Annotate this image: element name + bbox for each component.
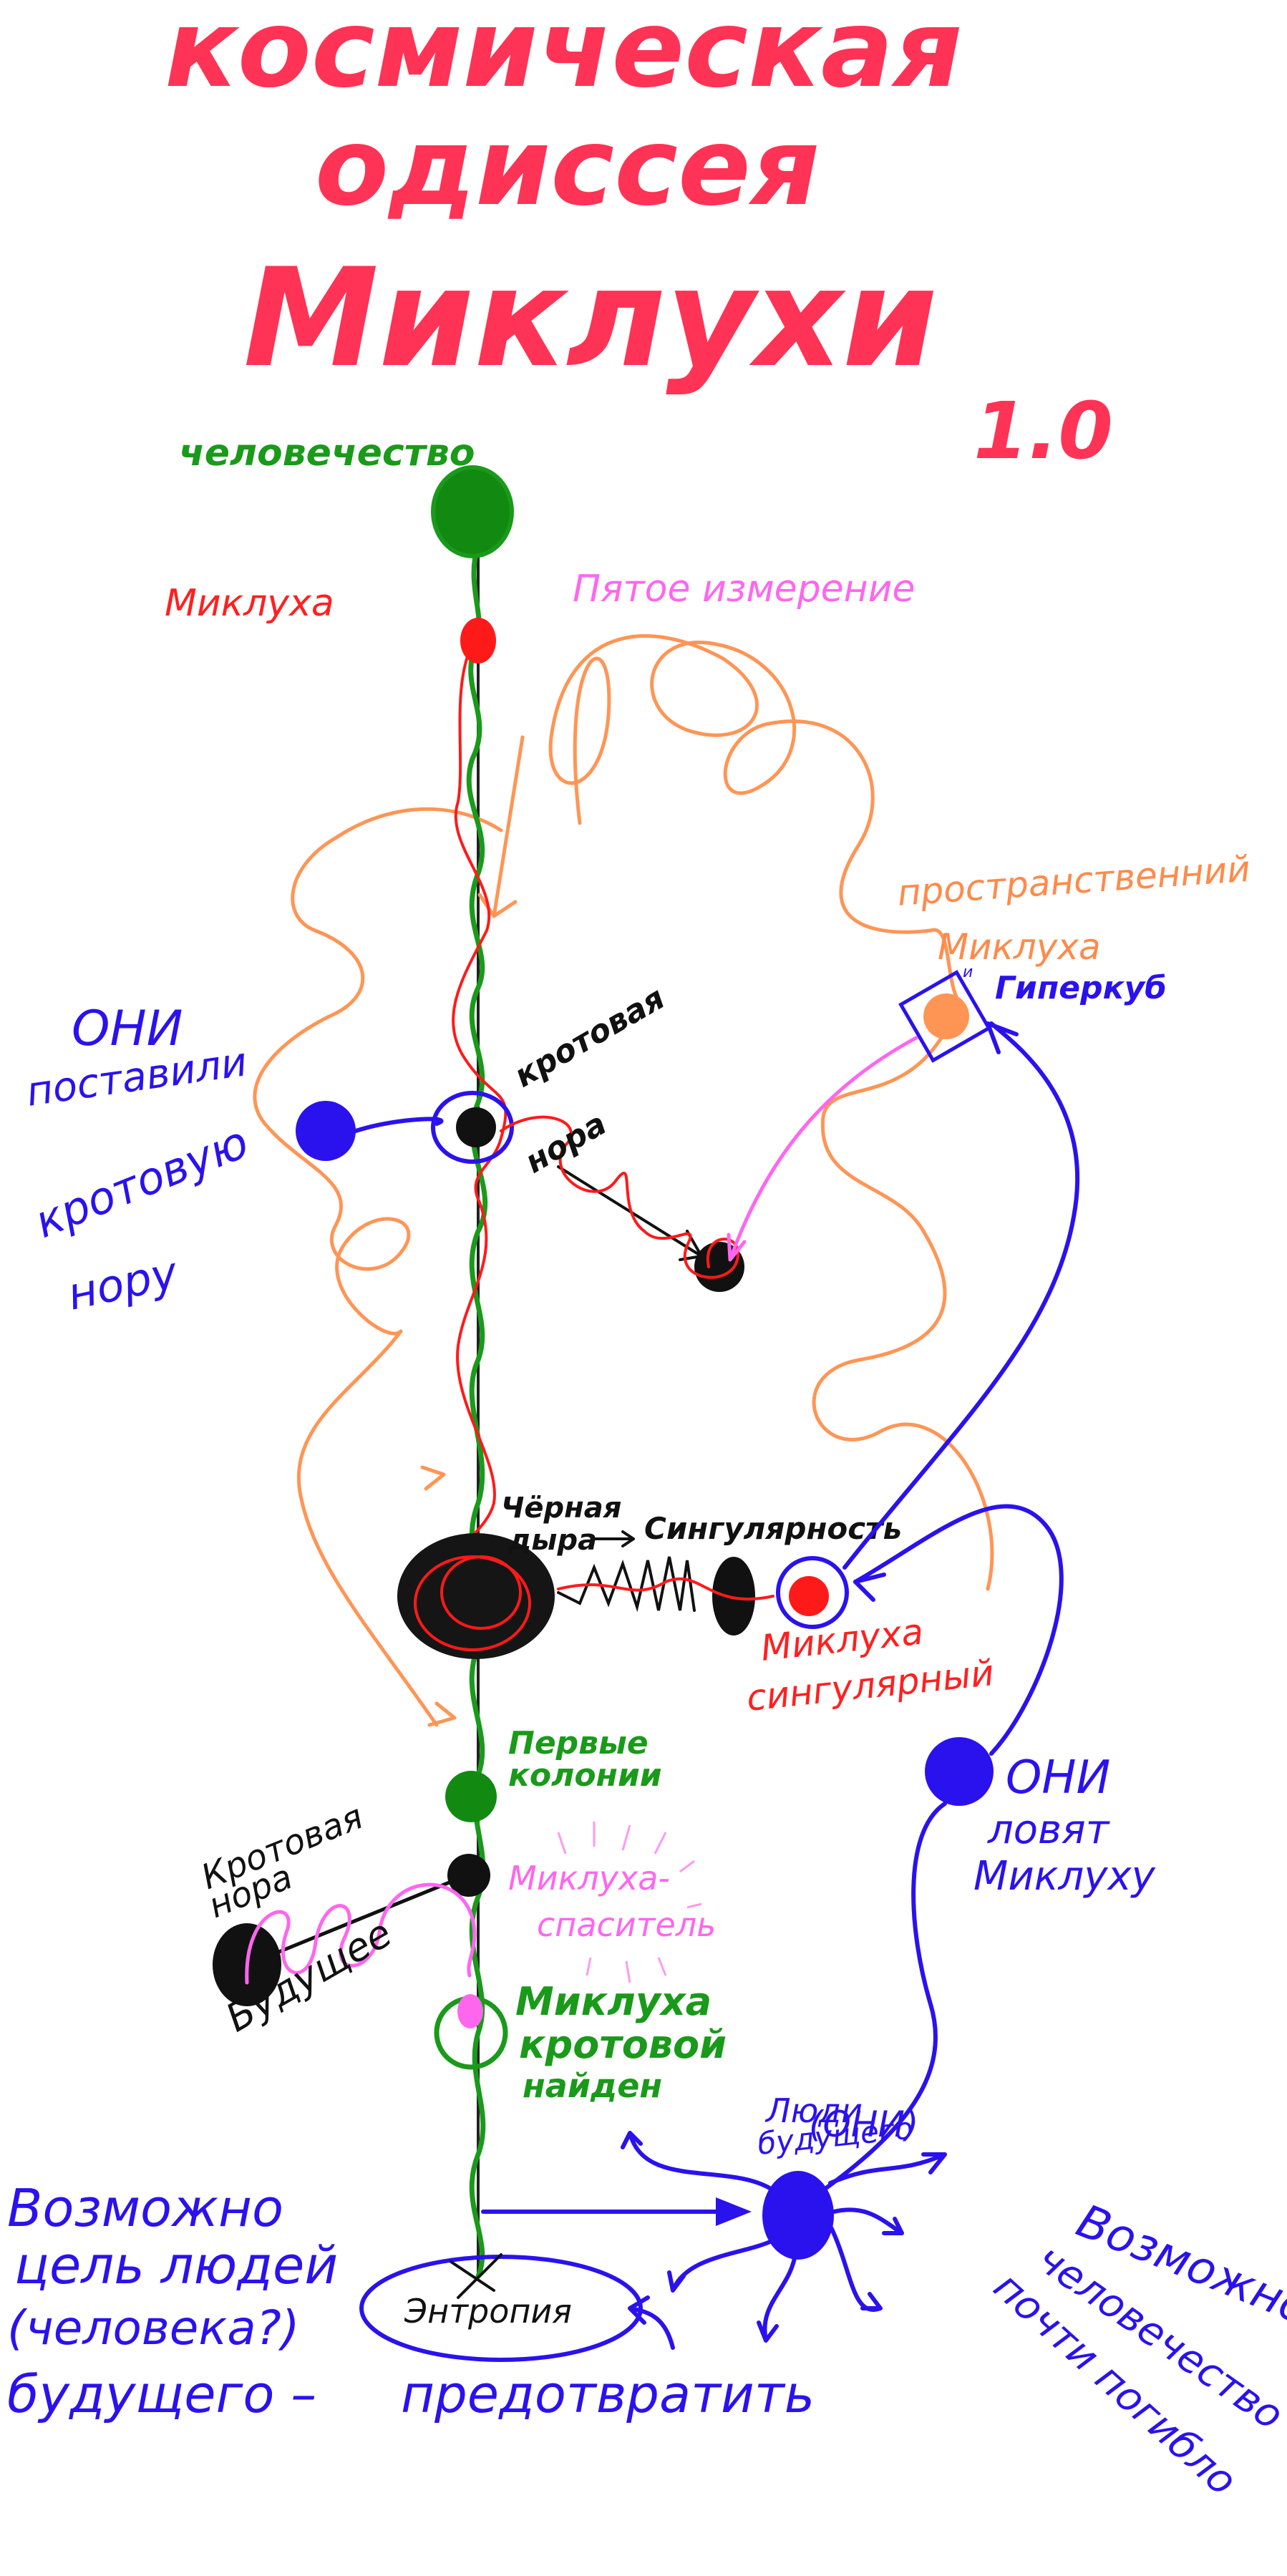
wormhole-entrance	[456, 1107, 496, 1147]
wormhole-2: Кротовая нора Будущее Миклуха- спаситель	[196, 1797, 716, 2070]
they-placed-label-4: нору	[63, 1246, 183, 1321]
they-catch-label-1: ОНИ	[1006, 1751, 1110, 1804]
spatial-miklukha-circle	[923, 993, 969, 1039]
future-people-rays	[621, 2131, 947, 2343]
miklukha-timeline	[452, 643, 507, 1569]
humanity-timeline	[466, 541, 488, 2279]
fifth-dimension-label: Пятое измерение	[573, 568, 915, 611]
savior-label-2: спаситель	[537, 1905, 716, 1944]
savior-circle	[457, 1994, 483, 2028]
humanity-circle	[431, 465, 514, 558]
hypercube-node: пространственний Миклуха и Гиперкуб	[727, 848, 1252, 1262]
singularity-label: Сингулярность	[644, 1511, 902, 1546]
entropy-ring	[359, 2255, 643, 2362]
savior-label-1: Миклуха-	[508, 1859, 670, 1897]
title-line-2: одиссея	[315, 105, 820, 230]
possibly-goal-label-2: цель людей	[14, 2235, 338, 2295]
future-people-circle	[762, 2171, 834, 2260]
they-to-future-people-link	[821, 1802, 947, 2192]
found-label-3: найден	[523, 2066, 662, 2105]
title-version: 1.0	[973, 385, 1113, 477]
fifth-dimension-arrow-3	[427, 1701, 457, 1727]
future-people-node: Люди будущего (ОНИ)	[481, 2091, 947, 2343]
title-line-3: Миклухи	[243, 239, 938, 397]
wormhole-arrow	[557, 1165, 703, 1261]
first-colonies-label-2: колонии	[508, 1757, 662, 1794]
they-placed-label-1: ОНИ	[72, 1001, 183, 1057]
they-node-top	[296, 1101, 356, 1161]
they-paren-label: (ОНИ)	[809, 2104, 918, 2145]
they-catch-node: ОНИ ловят Миклуху	[821, 1504, 1156, 2192]
miklukha-singular-label-1: Миклуха	[759, 1610, 925, 1668]
humanity-node: человечество	[179, 432, 514, 558]
first-colonies-node: Первые колонии	[445, 1725, 662, 1822]
they-catch-arrowhead	[853, 1573, 886, 1602]
singular-miklukha-ring	[776, 1556, 849, 1629]
hypercube-to-singular-link	[842, 1021, 1080, 1570]
future-people-to-entropy-arrow	[628, 2295, 675, 2350]
fifth-dimension-arrow-2	[420, 1465, 446, 1491]
they-catch-label-3: Миклуху	[973, 1853, 1156, 1900]
black-hole-node: Чёрная дыра Сингулярность Миклуха сингул…	[397, 1021, 1080, 1719]
title-block: космическая одиссея Миклухи 1.0	[165, 0, 1113, 477]
entropy-label: Энтропия	[404, 2292, 572, 2330]
miklukha-found-note: Миклуха кротовой найден	[515, 1979, 727, 2105]
singular-miklukha-circle	[789, 1576, 829, 1616]
future-people-label-1: Люди	[764, 2091, 863, 2130]
entropy-node: Энтропия	[359, 2253, 675, 2362]
spatial-and-label: и	[963, 963, 973, 981]
found-label-1: Миклуха	[515, 1979, 712, 2024]
hypercube-shape	[898, 970, 991, 1063]
timeline-to-future-people-arrowhead	[716, 2197, 752, 2226]
humanity-label: человечество	[179, 432, 475, 475]
savior-spiral	[245, 1882, 477, 1985]
miklukha-circle	[460, 618, 496, 664]
wormhole-1: кротовая нора ОНИ поставили кротовую нор…	[24, 980, 744, 1321]
wormhole-2-entrance	[447, 1854, 490, 1897]
possibly-goal-label-4: будущего –	[7, 2364, 316, 2424]
miklukha-singular-path	[557, 1577, 774, 1601]
singularity-mass	[712, 1557, 755, 1635]
they-catch-label-2: ловят	[987, 1807, 1110, 1853]
wormhole-2-link	[264, 1877, 459, 1960]
possibly-goal-label-1: Возможно	[7, 2178, 283, 2238]
they-placed-label-3: кротовую	[27, 1116, 256, 1248]
entropy-cross-mark	[450, 2253, 502, 2299]
fifth-dimension-path-left	[253, 807, 503, 1727]
spatial-label-1: пространственний	[896, 848, 1252, 914]
they-catch-link	[853, 1504, 1064, 1756]
humanity-perished-note: Возможно, человечество почти погибло	[985, 2195, 1287, 2504]
black-hole-circle	[397, 1533, 555, 1659]
they-to-wormhole-link	[354, 1117, 444, 1133]
hypercube-label: Гиперкуб	[995, 970, 1167, 1006]
fifth-dimension-arrow-1	[477, 735, 525, 918]
black-hole-spring	[557, 1556, 696, 1613]
title-line-1: космическая	[165, 0, 962, 112]
possibly-goal-label-5: предотвратить	[401, 2364, 815, 2424]
they-node-right	[925, 1737, 994, 1806]
first-colonies-label-1: Первые	[508, 1725, 649, 1761]
savior-glow-rays	[557, 1822, 702, 1983]
black-hole-arrow	[593, 1530, 635, 1547]
wormhole-entrance-ring	[431, 1091, 514, 1164]
miklukha-label: Миклуха	[165, 582, 334, 625]
miklukha-start-node: Миклуха	[165, 582, 496, 664]
hypercube-arrowhead	[986, 1021, 1019, 1054]
spatial-to-wormhole-arrow	[727, 1036, 918, 1262]
miklukha-wormhole-path	[500, 1115, 740, 1279]
spatial-label-2: Миклуха	[938, 926, 1101, 968]
wormhole-1-label-1: кротовая	[508, 980, 671, 1095]
possibly-goal-label-3: (человека?)	[7, 2300, 300, 2356]
found-label-2: кротовой	[519, 2022, 727, 2067]
black-hole-label-1: Чёрная	[501, 1492, 621, 1525]
black-hole-red-spiral-outer	[414, 1555, 531, 1651]
first-colonies-circle	[445, 1771, 497, 1822]
possibly-goal-note: Возможно цель людей (человека?) будущего…	[7, 2178, 815, 2424]
black-hole-label-2: дыра	[507, 1524, 597, 1557]
fifth-dimension-path	[548, 634, 994, 1591]
